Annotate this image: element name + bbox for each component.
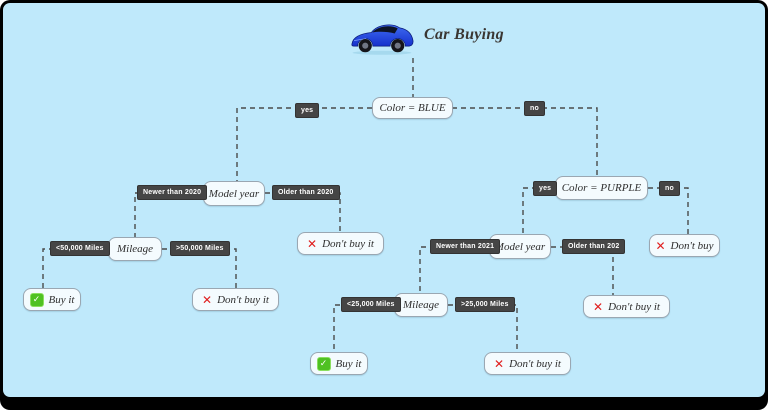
edge-label-lt-25k[interactable]: <25,000 Miles bbox=[341, 297, 401, 312]
node-color-purple[interactable]: Color = PURPLE bbox=[555, 176, 648, 200]
edge-label-no-purple[interactable]: no bbox=[659, 181, 680, 196]
edge-label-older-2020[interactable]: Older than 2020 bbox=[272, 185, 340, 200]
node-label: Don't buy bbox=[670, 239, 714, 252]
connector-lines bbox=[42, 58, 689, 352]
node-model-year-right[interactable]: Model year bbox=[489, 234, 551, 259]
diagram-canvas bbox=[3, 3, 765, 397]
edge-label-newer-2021[interactable]: Newer than 2021 bbox=[430, 239, 501, 254]
node-label: Buy it bbox=[335, 357, 362, 370]
edge-label-lt-50k[interactable]: <50,000 Miles bbox=[50, 241, 110, 256]
node-buy-it-left[interactable]: ✓ Buy it bbox=[23, 288, 81, 311]
x-icon: ✕ bbox=[593, 299, 604, 314]
node-buy-it-bottom[interactable]: ✓ Buy it bbox=[310, 352, 368, 375]
node-label: Color = PURPLE bbox=[561, 182, 642, 194]
node-mileage-right[interactable]: Mileage bbox=[394, 293, 448, 317]
node-label: Don't buy it bbox=[608, 300, 660, 313]
node-label: Model year bbox=[494, 240, 546, 253]
node-label: Don't buy it bbox=[217, 293, 269, 306]
node-dont-buy-it-left[interactable]: ✕ Don't buy it bbox=[192, 288, 279, 311]
edge-label-newer-2020[interactable]: Newer than 2020 bbox=[137, 185, 208, 200]
node-dont-buy-it-mid[interactable]: ✕ Don't buy it bbox=[297, 232, 384, 255]
edge-label-gt-25k[interactable]: >25,000 Miles bbox=[455, 297, 515, 312]
node-label: Model year bbox=[208, 187, 260, 200]
edge-mileageR-gt25k bbox=[448, 304, 518, 352]
edge-modelyearR-older bbox=[551, 246, 614, 295]
car-image bbox=[351, 24, 414, 55]
edge-label-no-root[interactable]: no bbox=[524, 101, 545, 116]
edge-label-yes-purple[interactable]: yes bbox=[533, 181, 558, 196]
x-icon: ✕ bbox=[202, 292, 213, 307]
page-title: Car Buying bbox=[424, 26, 504, 43]
edge-root-no bbox=[452, 107, 598, 176]
edge-label-older-202[interactable]: Older than 202 bbox=[562, 239, 626, 254]
node-label: Don't buy it bbox=[509, 357, 561, 370]
node-color-blue[interactable]: Color = BLUE bbox=[372, 97, 453, 119]
node-label: Mileage bbox=[402, 299, 440, 311]
edge-modelyearL-older bbox=[265, 192, 341, 232]
edge-root-yes bbox=[236, 107, 372, 181]
node-dont-buy-it-right-mid[interactable]: ✕ Don't buy it bbox=[583, 295, 670, 318]
edge-label-gt-50k[interactable]: >50,000 Miles bbox=[170, 241, 230, 256]
node-dont-buy-it-bottom[interactable]: ✕ Don't buy it bbox=[484, 352, 571, 375]
check-icon: ✓ bbox=[316, 356, 331, 371]
node-label: Buy it bbox=[48, 293, 75, 306]
node-label: Don't buy it bbox=[322, 237, 374, 250]
edge-mileageL-gt50k bbox=[162, 248, 237, 288]
node-label: Mileage bbox=[116, 243, 154, 255]
x-icon: ✕ bbox=[307, 236, 318, 251]
node-label: Color = BLUE bbox=[379, 102, 446, 114]
check-icon: ✓ bbox=[29, 292, 44, 307]
node-mileage-left[interactable]: Mileage bbox=[108, 237, 162, 261]
node-dont-buy-far-right[interactable]: ✕ Don't buy bbox=[649, 234, 720, 257]
edge-mileageR-lt25k bbox=[333, 304, 394, 352]
x-icon: ✕ bbox=[494, 356, 505, 371]
edge-label-yes-root[interactable]: yes bbox=[295, 103, 320, 118]
node-model-year-left[interactable]: Model year bbox=[203, 181, 265, 206]
x-icon: ✕ bbox=[655, 238, 666, 253]
